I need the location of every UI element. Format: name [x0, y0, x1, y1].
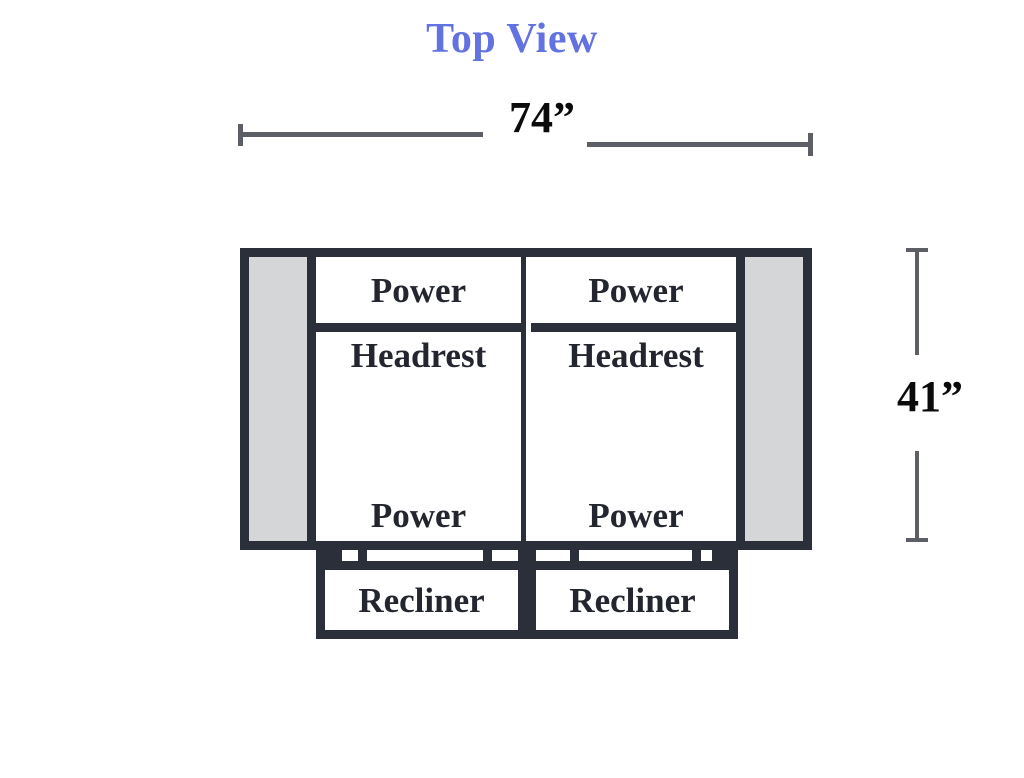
height-dimension-line-bottom	[915, 451, 919, 541]
right-seat-headrest-line2: Headrest	[568, 336, 704, 375]
width-dimension-tick-right	[808, 133, 813, 156]
hinge-tab-6	[692, 548, 701, 561]
hinge-tab-5	[570, 548, 579, 561]
right-seat: Power Headrest Power	[531, 257, 741, 541]
left-seat-headrest-cell: Power	[316, 257, 521, 332]
hinge-tab-1	[316, 548, 342, 561]
right-recliner-footrest: Recliner	[527, 561, 738, 639]
right-seat-power-label: Power	[588, 496, 684, 535]
width-dimension-line-left	[240, 132, 483, 137]
hinge-tab-7	[712, 548, 738, 561]
height-dimension-tick-bottom	[906, 538, 928, 542]
left-seat-headrest-line2: Headrest	[350, 336, 487, 375]
height-dimension-label: 41”	[897, 372, 963, 421]
right-seat-headrest-cell: Power	[531, 257, 741, 332]
right-recliner-label: Recliner	[569, 580, 696, 620]
right-armrest	[736, 257, 803, 541]
right-seat-cushion-cell: Headrest Power	[531, 332, 741, 541]
hinge-tab-3	[483, 548, 492, 561]
hinge-tab-4	[518, 548, 536, 561]
width-dimension-line-right	[587, 142, 810, 147]
left-seat: Power Headrest Power	[316, 257, 526, 541]
sofa-body-outline: Power Headrest Power Power Headrest Powe…	[240, 248, 812, 550]
left-armrest	[249, 257, 316, 541]
left-seat-power-label: Power	[370, 496, 467, 535]
page-title: Top View	[426, 16, 598, 62]
left-recliner-footrest: Recliner	[316, 561, 527, 639]
width-dimension-label: 74”	[509, 93, 575, 142]
right-seat-headrest-line1: Power	[588, 270, 684, 310]
hinge-tab-2	[358, 548, 367, 561]
left-seat-cushion-cell: Headrest Power	[316, 332, 521, 541]
height-dimension-line-top	[915, 249, 919, 355]
left-recliner-label: Recliner	[358, 580, 485, 620]
left-seat-headrest-line1: Power	[370, 270, 467, 310]
